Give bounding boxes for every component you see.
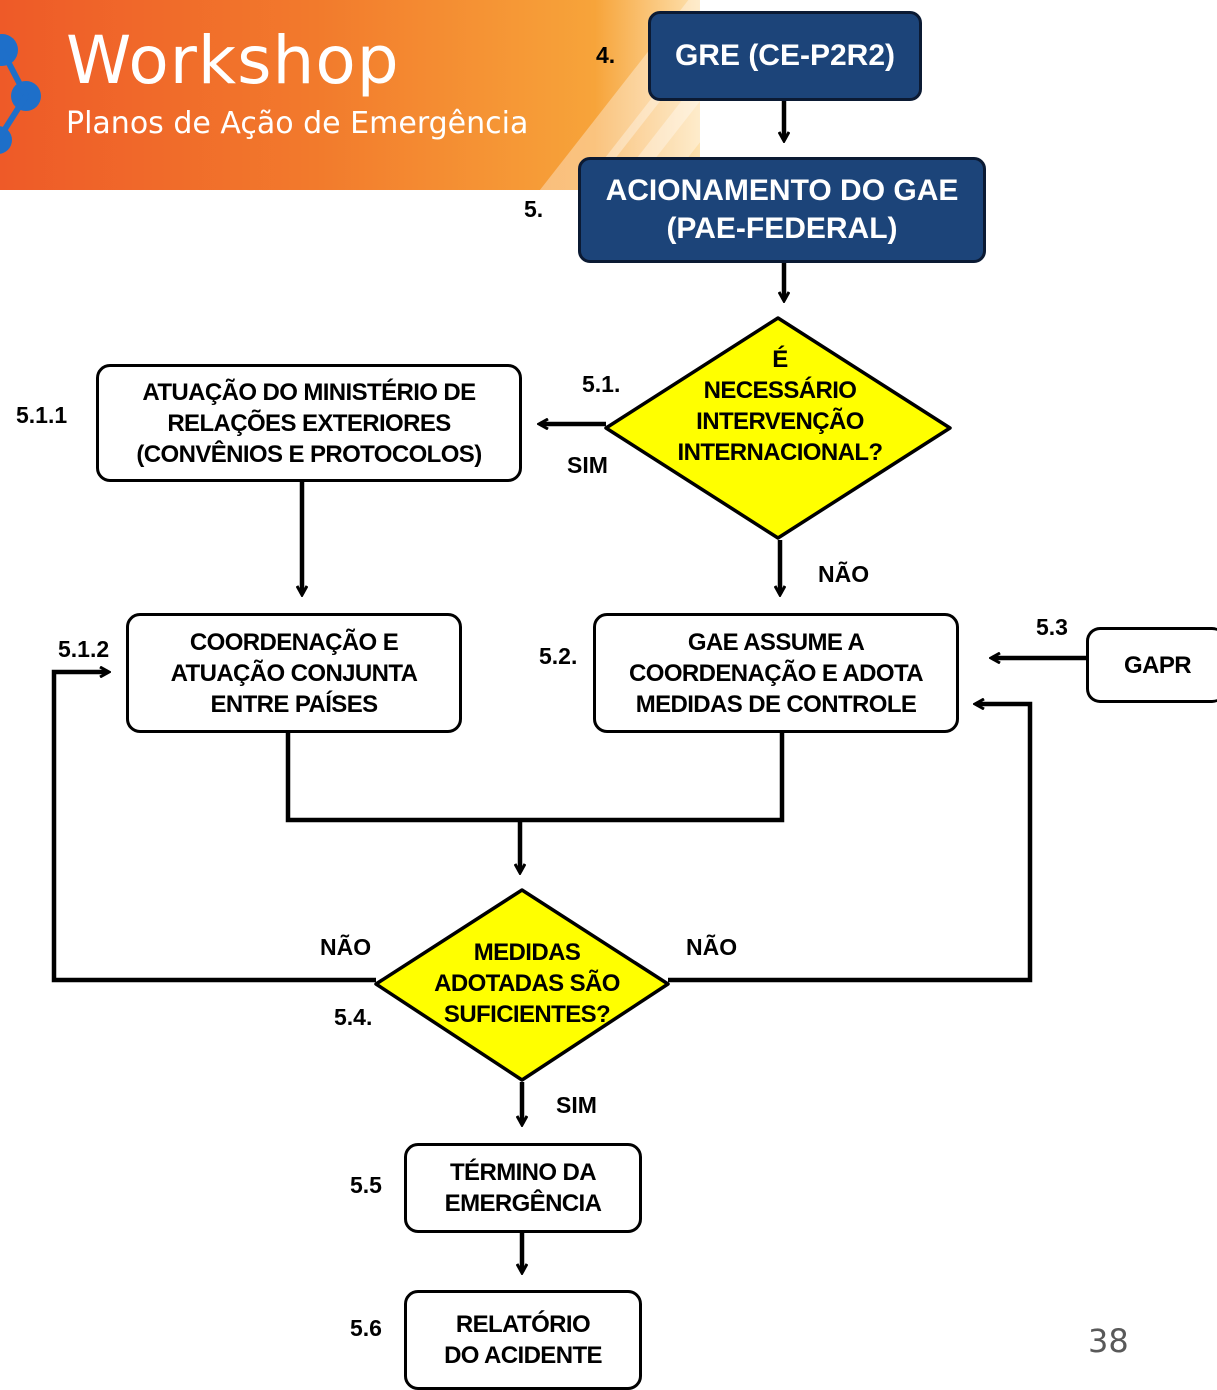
step-number-4: 4.: [596, 42, 616, 68]
decision-diamond-medidas: [374, 888, 670, 1082]
label-nao-internacional: NÃO: [818, 561, 870, 587]
step-number-5-2: 5.2.: [539, 643, 578, 669]
termino-box: TÉRMINO DA EMERGÊNCIA: [404, 1143, 642, 1233]
page-number: 38: [1088, 1322, 1129, 1360]
label-nao-left: NÃO: [320, 934, 372, 960]
banner-title: Workshop: [66, 22, 400, 99]
banner-subtitle: Planos de Ação de Emergência: [66, 106, 529, 141]
decision-medidas-text: MEDIDAS ADOTADAS SÃO SUFICIENTES?: [434, 939, 620, 1028]
step-number-5: 5.: [524, 196, 544, 222]
coordenacao-paises-box: COORDENAÇÃO E ATUAÇÃO CONJUNTA ENTRE PAÍ…: [126, 613, 462, 733]
ministerio-box: ATUAÇÃO DO MINISTÉRIO DE RELAÇÕES EXTERI…: [96, 364, 522, 482]
step-number-5-1-1: 5.1.1: [16, 402, 68, 428]
merge-connector: [285, 732, 785, 823]
step-number-5-1-2: 5.1.2: [58, 636, 110, 662]
acionamento-box: ACIONAMENTO DO GAE (PAE-FEDERAL): [578, 157, 986, 263]
gapr-box: GAPR: [1086, 627, 1217, 703]
loop-nao-left: [51, 672, 376, 983]
loop-nao-right: [668, 704, 1033, 983]
step-number-5-1: 5.1.: [582, 371, 621, 397]
gae-assume-box: GAE ASSUME A COORDENAÇÃO E ADOTA MEDIDAS…: [593, 613, 959, 733]
label-nao-right: NÃO: [686, 934, 738, 960]
relatorio-box: RELATÓRIO DO ACIDENTE: [404, 1290, 642, 1390]
decision-diamond-internacional: [604, 316, 952, 540]
workshop-banner: Workshop Planos de Ação de Emergência: [0, 0, 700, 190]
label-sim-internacional: SIM: [567, 452, 608, 478]
decision-internacional-text: É NECESSÁRIO INTERVENÇÃO INTERNACIONAL?: [677, 346, 884, 466]
step-number-5-6: 5.6: [350, 1315, 382, 1341]
gre-box: GRE (CE-P2R2): [648, 11, 922, 101]
step-number-5-5: 5.5: [350, 1172, 382, 1198]
molecule-logo-icon: [0, 34, 41, 154]
step-number-5-4: 5.4.: [334, 1004, 373, 1030]
label-sim-medidas: SIM: [556, 1092, 597, 1118]
step-number-5-3: 5.3: [1036, 614, 1068, 640]
